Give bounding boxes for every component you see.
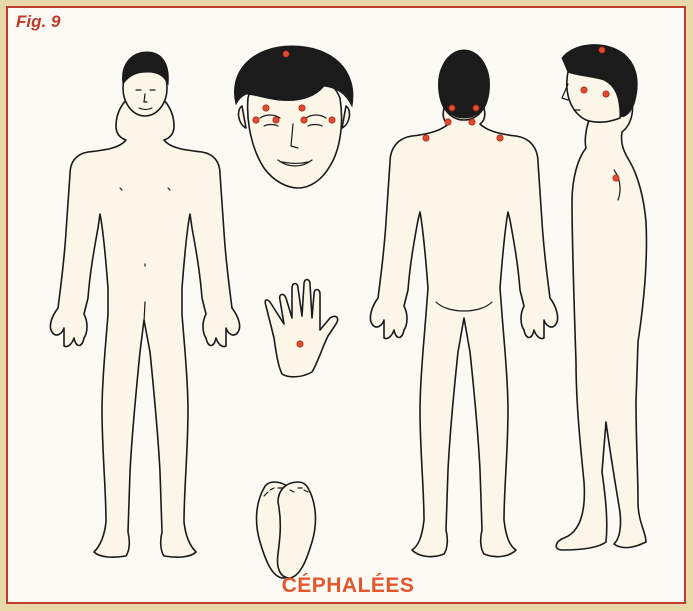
figure-title: CÉPHALÉES — [8, 574, 688, 598]
front-body-figure — [50, 52, 239, 557]
feet — [257, 482, 316, 578]
side-profile-figure — [556, 45, 646, 550]
anatomy-illustration — [8, 8, 688, 606]
face-closeup — [234, 46, 352, 188]
hand-acupoint — [297, 341, 303, 347]
hand — [265, 280, 337, 377]
back-body-figure — [370, 50, 557, 557]
figure-frame: Fig. 9 — [6, 6, 686, 604]
